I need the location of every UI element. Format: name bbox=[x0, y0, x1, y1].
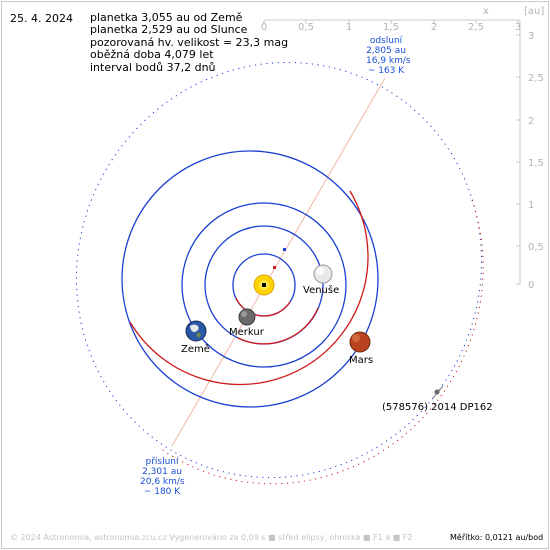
apsis-line bbox=[171, 77, 386, 447]
info-line: pozorovaná hv. velikost = 23,3 mag bbox=[90, 35, 289, 49]
sun bbox=[253, 274, 275, 296]
ellipse-center-marker bbox=[273, 266, 276, 269]
perihelion-temperature: ~ 180 K bbox=[143, 487, 181, 497]
y-tick-label: 3 bbox=[528, 31, 534, 42]
perihelion-distance: 2,301 au bbox=[142, 467, 182, 477]
mars-label: Mars bbox=[349, 355, 374, 366]
x-axis-letter: x bbox=[483, 6, 489, 17]
info-panel: planetka 3,055 au od Země planetka 2,529… bbox=[90, 11, 289, 74]
info-line: planetka 2,529 au od Slunce bbox=[90, 23, 248, 37]
aphelion-label: odsluní 2,805 au 16,9 km/s ~ 163 K bbox=[366, 36, 411, 76]
aphelion-temperature: ~ 163 K bbox=[367, 66, 405, 76]
venus bbox=[313, 264, 333, 284]
mars-orbit-below bbox=[129, 190, 369, 386]
mars-orbit bbox=[121, 150, 379, 408]
x-tick-label: 2,5 bbox=[468, 22, 484, 33]
earth-label: Země bbox=[181, 344, 210, 355]
date: 25. 4. 2024 bbox=[10, 12, 73, 25]
y-tick-label: 2,5 bbox=[528, 73, 544, 84]
y-axis-ticks bbox=[516, 34, 520, 285]
x-tick-label: 3 bbox=[515, 22, 521, 33]
perihelion-title: přísluní bbox=[145, 457, 179, 467]
x-tick-label: 0,5 bbox=[298, 22, 314, 33]
info-line: oběžná doba 4,079 let bbox=[90, 48, 214, 62]
footer: © 2024 Astronomia, astronomia.zcu.cz Vyg… bbox=[10, 533, 413, 542]
info-line: planetka 3,055 au od Země bbox=[90, 11, 243, 24]
info-line: interval bodů 37,2 dnů bbox=[90, 60, 216, 74]
scale-readout: Měřítko: 0,0121 au/bod bbox=[450, 533, 544, 542]
y-tick-label: 1 bbox=[528, 200, 534, 211]
y-tick-label: 2 bbox=[528, 116, 534, 127]
mercury-label: Merkur bbox=[229, 327, 264, 338]
focus-f2-marker bbox=[283, 248, 286, 251]
x-tick-label: 1 bbox=[346, 22, 352, 33]
coordinate-axes bbox=[263, 19, 521, 285]
earth-orbit bbox=[181, 202, 347, 368]
y-tick-label: 0,5 bbox=[528, 242, 544, 253]
x-axis-ticks bbox=[263, 20, 519, 24]
x-tick-label: 0 bbox=[261, 22, 267, 33]
y-tick-label: 1,5 bbox=[528, 158, 544, 169]
venus-orbit-below bbox=[237, 307, 319, 345]
earth bbox=[185, 320, 207, 342]
x-tick-label: 1,5 bbox=[383, 22, 399, 33]
mars bbox=[349, 331, 371, 353]
aphelion-distance: 2,805 au bbox=[366, 46, 406, 56]
venus-label: Venuše bbox=[303, 285, 340, 296]
perihelion-label: přísluní 2,301 au 20,6 km/s ~ 180 K bbox=[140, 457, 185, 497]
aphelion-speed: 16,9 km/s bbox=[366, 56, 411, 66]
asteroid-label: (578576) 2014 DP162 bbox=[382, 402, 493, 413]
mercury bbox=[238, 308, 256, 326]
perihelion-speed: 20,6 km/s bbox=[140, 477, 185, 487]
axis-labels: 0 0,5 1 1,5 2 2,5 3 x [au] 3 2,5 2 1,5 1… bbox=[261, 6, 545, 291]
x-tick-label: 2 bbox=[431, 22, 437, 33]
aphelion-title: odsluní bbox=[369, 36, 403, 46]
y-tick-label: 0 bbox=[528, 280, 534, 291]
axis-unit: [au] bbox=[524, 6, 544, 17]
mercury-orbit-below bbox=[235, 297, 291, 317]
asteroid-marker bbox=[432, 385, 444, 399]
